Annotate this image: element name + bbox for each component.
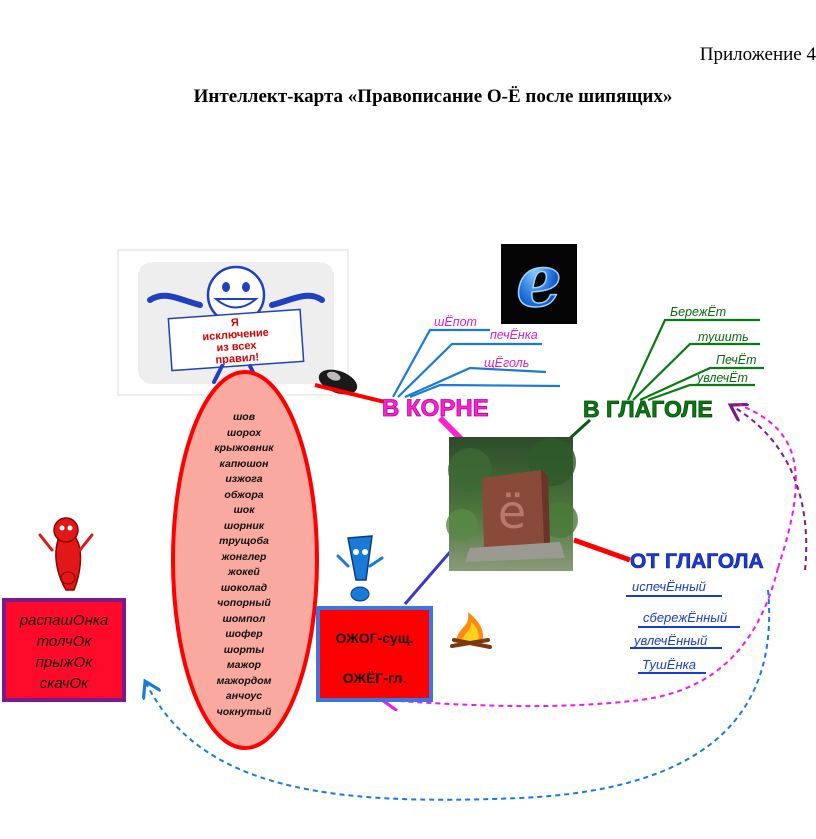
verb-word-4: увлечЁт bbox=[696, 371, 748, 385]
verb-word-2: тушить bbox=[698, 330, 749, 344]
exception-word: анчоус bbox=[225, 690, 263, 702]
fromverb-word-1: испечЁнный bbox=[632, 579, 706, 594]
root-word-1: шЁпот bbox=[434, 315, 477, 329]
letter-e-icon: e bbox=[501, 237, 577, 324]
monument-photo: ё bbox=[446, 437, 578, 571]
exception-word: капюшон bbox=[219, 457, 269, 470]
campfire-icon bbox=[450, 612, 492, 649]
exception-word: шок bbox=[233, 504, 255, 516]
connector-card-root bbox=[314, 383, 386, 404]
fromverb-branch-heading: ОТ ГЛАГОЛА bbox=[630, 550, 764, 573]
exception-word: шов bbox=[232, 411, 256, 423]
arrow-fromverb-to-exceptions bbox=[146, 589, 771, 801]
exception-word: шорты bbox=[223, 643, 265, 656]
svg-text:e: e bbox=[516, 238, 562, 323]
connector-root-center bbox=[437, 415, 465, 443]
exception-word: крыжовник bbox=[214, 442, 274, 454]
root-word-2: печЁнка bbox=[490, 328, 538, 342]
exception-word: обжора bbox=[224, 488, 264, 501]
exception-card-line3: из всех bbox=[216, 340, 258, 355]
smiley-exception-icon bbox=[117, 249, 349, 396]
exception-card-line2: исключение bbox=[202, 327, 269, 344]
verb-word-1: БережЁт bbox=[670, 305, 726, 319]
exception-word: мажордом bbox=[216, 674, 272, 687]
exceptions-box-word-3: прыжОк bbox=[35, 654, 93, 671]
exception-word: мажор bbox=[226, 659, 262, 671]
exception-word: шофер bbox=[225, 628, 263, 640]
exception-card-line1: Я bbox=[230, 317, 239, 330]
arrow-magenta-upper bbox=[739, 404, 797, 569]
arrow-fromverb-to-verb bbox=[732, 406, 808, 571]
exception-word: жокей bbox=[228, 566, 260, 578]
exception-card-line4: правил! bbox=[215, 351, 259, 366]
verb-word-3: ПечЁт bbox=[716, 353, 757, 367]
exception-word: шорник bbox=[223, 519, 265, 532]
exceptions-box-word-1: распашОнка bbox=[19, 612, 109, 629]
exceptions-ellipse bbox=[171, 370, 319, 750]
exception-word: шоколад bbox=[220, 581, 268, 594]
connector-fromverb-center bbox=[573, 537, 631, 563]
exception-word: шомпол bbox=[222, 612, 266, 625]
svg-text:ё: ё bbox=[498, 485, 526, 539]
connector-verb-center bbox=[566, 418, 592, 442]
fromverb-underlines bbox=[626, 595, 740, 674]
ozhog-box: ОЖОГ-сущ. ОЖЁГ-гл. bbox=[316, 606, 433, 702]
root-word-3: щЁголь bbox=[484, 356, 529, 370]
exception-word: трущоба bbox=[219, 535, 269, 547]
exceptions-box: распашОнка толчОк прыжОк скачОк bbox=[2, 598, 126, 702]
page-title: Интеллект-карта «Правописание О-Ё после … bbox=[193, 86, 673, 107]
verb-branch-lines bbox=[627, 318, 764, 402]
ozhog-verb: ОЖЁГ-гл. bbox=[342, 670, 407, 686]
exceptions-box-word-2: толчОк bbox=[36, 633, 92, 650]
appendix-label: Приложение 4 bbox=[699, 44, 816, 65]
fromverb-word-2: сбережЁнный bbox=[643, 610, 727, 625]
fromverb-word-3: увлечЁнный bbox=[633, 633, 707, 648]
exception-word: жонглер bbox=[221, 550, 267, 563]
exception-word: чокнутый bbox=[216, 705, 272, 718]
exception-word: изжога bbox=[225, 473, 263, 485]
exception-word: чопорный bbox=[217, 597, 271, 609]
red-exclamation-icon bbox=[38, 517, 94, 591]
exceptions-box-word-4: скачОк bbox=[39, 675, 89, 692]
blue-exclamation-icon bbox=[336, 535, 384, 602]
ozhog-noun: ОЖОГ-сущ. bbox=[335, 630, 414, 646]
exception-word: шорох bbox=[226, 426, 262, 439]
fromverb-word-4: ТушЁнка bbox=[642, 657, 696, 672]
verb-branch-heading: В ГЛАГОЛЕ bbox=[583, 396, 713, 422]
root-branch-lines bbox=[392, 328, 561, 399]
exceptions-word-list: шов шорох крыжовник капюшон изжога обжора шок ш… bbox=[198, 410, 290, 720]
root-branch-heading: В КОРНЕ bbox=[382, 395, 489, 422]
arrow-verb-to-ozhog bbox=[384, 567, 779, 706]
connector-ozhog-center bbox=[403, 551, 452, 605]
